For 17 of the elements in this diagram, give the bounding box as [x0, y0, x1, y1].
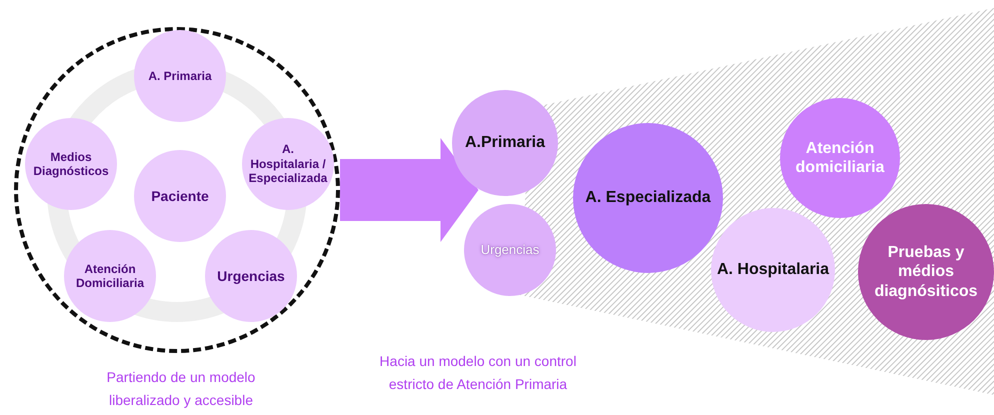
- node-label: A.Primaria: [464, 133, 546, 153]
- node-label: Pruebas y médios diagnósiticos: [873, 243, 979, 301]
- node-label: Paciente: [150, 188, 210, 204]
- node-label: Urgencias: [480, 242, 540, 258]
- node-label: A. Hospitalaria / Especializada: [248, 142, 328, 186]
- node-label: Urgencias: [216, 268, 286, 284]
- node-label: A. Hospitalaria: [716, 260, 830, 280]
- caption: Partiendo de un modelo liberalizado y accesible: [106, 368, 256, 410]
- node-label: Medios Diagnósticos: [32, 150, 110, 178]
- node-label: A. Especializada: [584, 188, 712, 208]
- service-circle: [464, 204, 556, 296]
- node-label: Atención Domiciliaria: [74, 262, 146, 290]
- dashed-circle: [14, 27, 340, 353]
- node-label: A. Primaria: [147, 68, 213, 84]
- caption: Hacia un modelo con un control estricto de Atención Primaria: [378, 352, 578, 394]
- node-label: Atención domiciliaria: [794, 138, 886, 178]
- block-arrow: [340, 138, 478, 242]
